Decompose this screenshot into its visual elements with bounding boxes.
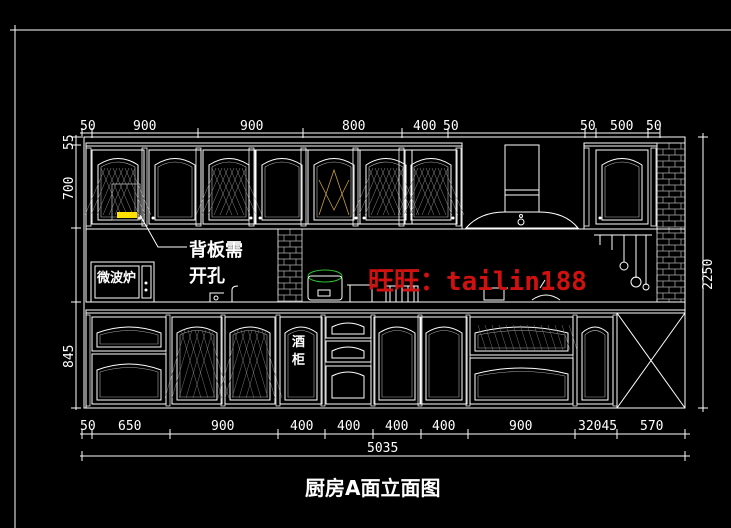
annotation-leader bbox=[139, 214, 187, 248]
base-pilaster bbox=[275, 314, 281, 407]
bottom-dim-5: 400 bbox=[337, 419, 360, 434]
bottom-dim-8: 900 bbox=[509, 419, 532, 434]
bottom-dim-2: 650 bbox=[118, 419, 141, 434]
base-pilaster bbox=[85, 314, 91, 407]
bottom-dim-7: 400 bbox=[432, 419, 455, 434]
wine-cabinet-label-1: 酒 bbox=[292, 335, 305, 350]
watermark-text: 旺旺：tailin188 bbox=[368, 267, 587, 297]
top-dim-3: 900 bbox=[240, 119, 263, 134]
upper-pilaster bbox=[141, 147, 148, 227]
total-width-dimension: 5035 bbox=[367, 441, 398, 456]
base-pilaster bbox=[320, 314, 326, 407]
top-dim-6: 50 bbox=[443, 119, 459, 134]
base-pilaster bbox=[370, 314, 376, 407]
base-pilaster bbox=[572, 314, 578, 407]
base-cabinet-door bbox=[164, 316, 230, 405]
upper-pilaster bbox=[300, 147, 307, 227]
base-pilaster bbox=[612, 314, 618, 407]
top-dim-1: 50 bbox=[80, 119, 96, 134]
base-drawer-stack-center bbox=[325, 316, 372, 405]
base-cabinet-door bbox=[373, 316, 421, 405]
upper-pilaster bbox=[455, 147, 462, 227]
left-dim-3: 845 bbox=[62, 345, 77, 368]
upper-cabinets bbox=[84, 142, 658, 230]
brick-wall-hatch bbox=[277, 142, 686, 303]
top-dim-4: 800 bbox=[342, 119, 365, 134]
upper-pilaster bbox=[248, 147, 255, 227]
left-dim-1: 55 bbox=[62, 134, 77, 150]
bottom-dim-1: 50 bbox=[80, 419, 96, 434]
left-dim-2: 700 bbox=[62, 177, 77, 200]
bottom-dim-4: 400 bbox=[290, 419, 313, 434]
base-cabinet-door bbox=[217, 316, 283, 405]
bottom-dimension-line bbox=[80, 429, 690, 461]
upper-pilaster bbox=[398, 147, 405, 227]
upper-cabinet-door bbox=[148, 149, 202, 225]
drawing-title: 厨房A面立面图 bbox=[305, 476, 440, 500]
right-dimension-line bbox=[698, 133, 708, 412]
base-drawer-stack-left bbox=[91, 316, 167, 405]
left-dimension-line bbox=[71, 135, 81, 410]
accent-appliance bbox=[117, 212, 137, 218]
upper-pilaster bbox=[85, 147, 92, 227]
upper-cabinet-door bbox=[352, 149, 420, 225]
upper-pilaster bbox=[195, 147, 202, 227]
top-dim-2: 900 bbox=[133, 119, 156, 134]
base-pilaster bbox=[220, 314, 226, 407]
upper-cabinet-door bbox=[255, 149, 309, 225]
cooktop bbox=[478, 279, 570, 303]
upper-cabinet-door bbox=[195, 149, 263, 225]
top-dim-9: 50 bbox=[646, 119, 662, 134]
right-dim-total-height: 2250 bbox=[701, 259, 716, 290]
upper-pilaster bbox=[650, 147, 657, 227]
rice-cooker bbox=[307, 269, 343, 301]
dish-rack bbox=[385, 285, 419, 303]
stock-pot bbox=[347, 284, 375, 303]
upper-cabinet-door bbox=[307, 149, 361, 225]
bottom-dim-9: 32045 bbox=[578, 419, 617, 434]
top-dim-7: 50 bbox=[580, 119, 596, 134]
base-pilaster bbox=[465, 314, 471, 407]
upper-cabinet-door bbox=[397, 149, 465, 225]
utensil-rack bbox=[594, 234, 652, 291]
base-cabinets bbox=[85, 309, 686, 409]
upper-pilaster bbox=[583, 147, 590, 227]
sink-cabinet bbox=[469, 316, 578, 405]
cad-origin-crosshair bbox=[10, 25, 731, 528]
annotation-line-2: 开孔 bbox=[189, 266, 225, 287]
annotation-line-1: 背板需 bbox=[189, 239, 243, 261]
faucet bbox=[182, 285, 270, 303]
wine-cabinet-label-2: 柜 bbox=[291, 352, 305, 368]
wall-socket bbox=[111, 183, 141, 221]
base-cabinet-door bbox=[420, 316, 468, 405]
microwave bbox=[90, 261, 155, 303]
upper-pilaster bbox=[352, 147, 359, 227]
top-dim-5: 400 bbox=[413, 119, 436, 134]
bottom-dim-10: 570 bbox=[640, 419, 663, 434]
microwave-label: 微波炉 bbox=[96, 270, 136, 286]
base-pilaster bbox=[165, 314, 171, 407]
range-hood bbox=[464, 144, 580, 229]
upper-cabinet-door bbox=[595, 149, 649, 225]
top-dimension-line bbox=[80, 128, 661, 138]
narrow-base-door bbox=[576, 316, 614, 405]
base-pilaster bbox=[417, 314, 423, 407]
bottom-dim-3: 900 bbox=[211, 419, 234, 434]
top-dim-8: 500 bbox=[610, 119, 633, 134]
bottom-dim-6: 400 bbox=[385, 419, 408, 434]
